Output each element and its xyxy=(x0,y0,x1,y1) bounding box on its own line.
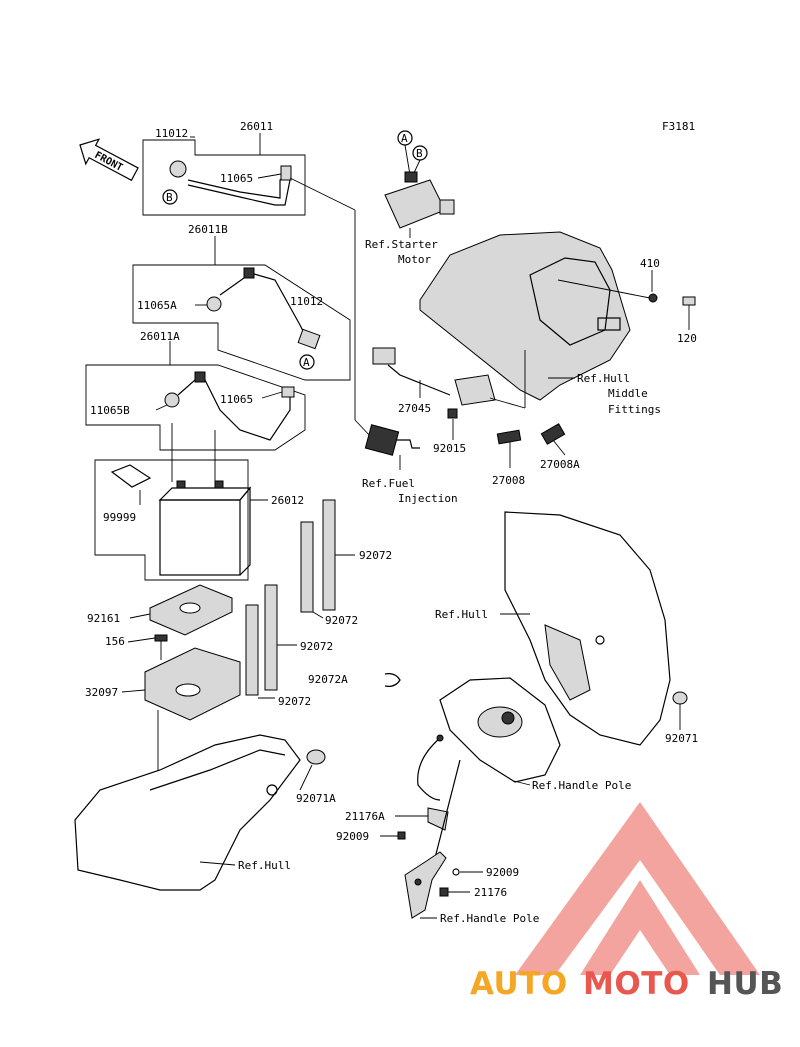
ref-handle-pole-1: Ref.Handle Pole xyxy=(532,779,631,792)
watermark-triangle-icon xyxy=(515,802,760,975)
marker-a-1: A xyxy=(401,132,408,145)
label-92071: 92071 xyxy=(665,732,698,745)
hull-bottom-left xyxy=(74,734,326,891)
label-410: 410 xyxy=(640,257,660,270)
label-120: 120 xyxy=(677,332,697,345)
ref-starter-motor-1: Ref.Starter xyxy=(365,238,438,251)
label-92009-b: 92009 xyxy=(486,866,519,879)
ref-hull-bottom: Ref.Hull xyxy=(238,859,291,872)
switches-27008 xyxy=(496,423,566,468)
cable-26011b-group: A xyxy=(132,236,351,381)
relay-harness-27045 xyxy=(372,347,526,440)
hull-middle-fittings xyxy=(419,231,696,401)
label-92072-b: 92072 xyxy=(325,614,358,627)
label-26011: 26011 xyxy=(240,120,273,133)
label-26012: 26012 xyxy=(271,494,304,507)
label-32097: 32097 xyxy=(85,686,118,699)
label-92072A: 92072A xyxy=(308,673,348,686)
handle-pole-lower xyxy=(404,851,483,919)
label-92071A: 92071A xyxy=(296,792,336,805)
label-27045: 27045 xyxy=(398,402,431,415)
label-21176A: 21176A xyxy=(345,810,385,823)
front-arrow-icon: FRONT xyxy=(79,138,139,182)
ref-fuel-injection-2: Injection xyxy=(398,492,458,505)
label-92072-d: 92072 xyxy=(278,695,311,708)
starter-motor: A B xyxy=(384,130,455,238)
label-11065-a: 11065 xyxy=(220,172,253,185)
cable-26011-group: B xyxy=(142,133,373,439)
label-11065-b: 11065 xyxy=(220,393,253,406)
marker-a-2: A xyxy=(303,356,310,369)
cable-26011a-group xyxy=(85,341,306,451)
label-11012-b: 11012 xyxy=(290,295,323,308)
label-27008A: 27008A xyxy=(540,458,580,471)
fuel-injection-connector xyxy=(364,424,420,470)
ref-hull-middle-2: Middle xyxy=(608,387,648,400)
ref-starter-motor-2: Motor xyxy=(398,253,431,266)
label-92072-c: 92072 xyxy=(300,640,333,653)
watermark-logo: AUTO MOTO HUB xyxy=(470,802,783,1002)
battery-straps xyxy=(245,499,401,699)
watermark-auto: AUTO xyxy=(470,966,568,1002)
marker-b-1: B xyxy=(166,191,173,204)
ref-hull-middle-3: Fittings xyxy=(608,403,661,416)
label-26011A: 26011A xyxy=(140,330,180,343)
label-156: 156 xyxy=(105,635,125,648)
watermark-moto: MOTO xyxy=(583,966,690,1002)
front-label: FRONT xyxy=(93,150,125,174)
label-27008: 27008 xyxy=(492,474,525,487)
label-11012-a: 11012 xyxy=(155,127,188,140)
label-21176: 21176 xyxy=(474,886,507,899)
ref-handle-pole-2: Ref.Handle Pole xyxy=(440,912,539,925)
ref-fuel-injection-1: Ref.Fuel xyxy=(362,477,415,490)
hull-right xyxy=(500,511,688,746)
label-11065A: 11065A xyxy=(137,299,177,312)
label-99999: 99999 xyxy=(103,511,136,524)
battery-assembly xyxy=(94,423,268,581)
figure-code: F3181 xyxy=(662,120,695,133)
handle-pole-plate xyxy=(380,677,561,859)
battery-tray-case xyxy=(121,584,241,770)
label-92161: 92161 xyxy=(87,612,120,625)
watermark-hub: HUB xyxy=(707,966,783,1002)
marker-b-2: B xyxy=(416,147,423,160)
label-26011b: 26011B xyxy=(188,223,228,236)
label-92015: 92015 xyxy=(433,442,466,455)
ref-hull-middle-1: Ref.Hull xyxy=(577,372,630,385)
label-92009-a: 92009 xyxy=(336,830,369,843)
ref-hull-right: Ref.Hull xyxy=(435,608,488,621)
label-11065B: 11065B xyxy=(90,404,130,417)
label-92072-a: 92072 xyxy=(359,549,392,562)
